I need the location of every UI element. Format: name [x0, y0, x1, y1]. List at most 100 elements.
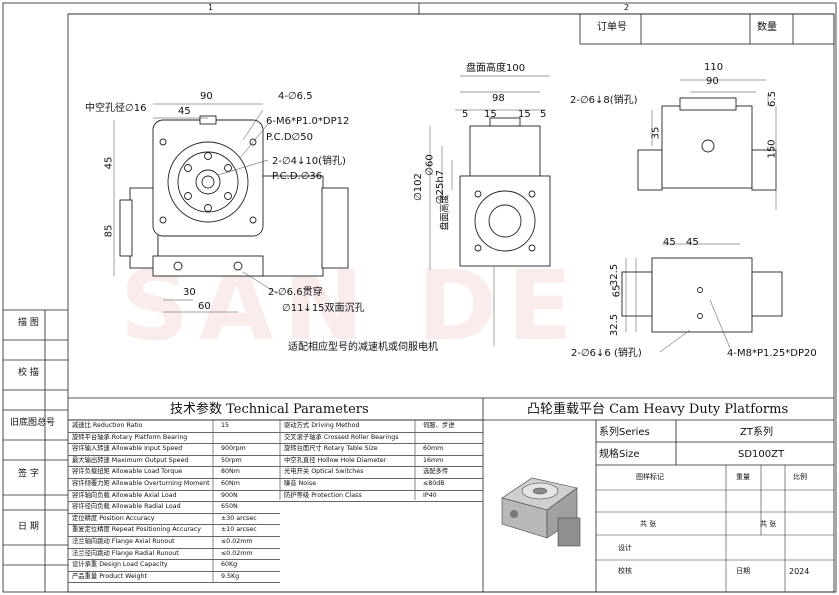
- side-view-drawing: [429, 75, 551, 346]
- size-value: SD100ZT: [738, 449, 785, 460]
- total-sheets-b: 共 张: [760, 520, 777, 528]
- param-value: ≤0.02mm: [221, 538, 253, 545]
- param-label: 光电开关 Optical Switches: [284, 468, 364, 476]
- motor-note: 适配相应型号的减速机或伺服电机: [288, 342, 438, 353]
- param-value: 80Nm: [221, 468, 240, 476]
- param-label: 法兰径向跳动 Flange Radial Runout: [72, 549, 179, 557]
- param-row-line: [68, 582, 280, 584]
- param-row-line: [68, 501, 280, 503]
- param-value: 50rpm: [221, 456, 242, 464]
- param-row-line: [280, 466, 483, 468]
- param-row-line: [280, 489, 483, 491]
- dim-side-98: 98: [492, 93, 505, 104]
- dim-pin6: 2-∅6↓6 (销孔): [571, 348, 642, 359]
- series-label: 系列Series: [599, 427, 650, 438]
- param-row-line: [280, 431, 483, 433]
- dim-pin8: 2-∅6↓8(销孔): [570, 95, 638, 106]
- dim-tr-150: 150: [766, 139, 778, 159]
- param-row-line: [68, 443, 280, 445]
- param-label: 容许轴向负载 Allowable Axial Load: [72, 491, 177, 499]
- param-row-line: [68, 570, 280, 572]
- dim-br-45a: 45: [663, 237, 676, 248]
- param-label: 容许倾覆力矩 Allowable Overturning Moment: [72, 480, 210, 487]
- strip-check: 校 描: [18, 368, 39, 378]
- dim-br-325b: 32.5: [609, 313, 621, 337]
- param-label: 噪音 Noise: [284, 480, 317, 487]
- param-value: ≤0.02mm: [221, 549, 253, 557]
- param-label: 容许输入转速 Allowable Input Speed: [72, 445, 183, 453]
- param-row-line: [68, 489, 280, 491]
- dim-thru: 2-∅6.6贯穿: [268, 287, 323, 298]
- dim-side-5b: 5: [540, 109, 547, 120]
- qty-label: 数量: [757, 22, 777, 33]
- dim-pcd50: P.C.D∅50: [266, 132, 313, 143]
- param-value: 900rpm: [221, 445, 246, 453]
- dim-side-15a: 15: [484, 109, 497, 120]
- param-row-line: [68, 547, 280, 549]
- dim-front-45: 45: [178, 106, 191, 117]
- size-label: 规格Size: [599, 449, 640, 460]
- strip-date: 日 期: [18, 522, 39, 532]
- design-label: 设计: [618, 544, 632, 552]
- front-view-drawing: [113, 103, 349, 313]
- param-row-line: [280, 501, 483, 503]
- param-value: ±30 arcsec: [221, 514, 257, 522]
- param-label: 防护等级 Protection Class: [284, 491, 362, 499]
- param-label: 产品重量 Product Weight: [72, 572, 148, 580]
- param-row-line: [280, 454, 483, 456]
- params-title: 技术参数 Technical Parameters: [170, 402, 369, 417]
- total-sheets-a: 共 张: [640, 520, 657, 528]
- dim-tr-110: 110: [704, 62, 724, 73]
- param-value: ≤80dB: [423, 480, 445, 487]
- param-value: 选配多传: [423, 468, 449, 476]
- review-label: 校核: [618, 567, 632, 575]
- param-value: 650N: [221, 503, 238, 511]
- year-value: 2024: [789, 567, 810, 576]
- dim-br-65: 65: [611, 284, 623, 298]
- param-value: 900N: [221, 491, 238, 499]
- weight-label: 重量: [736, 473, 750, 481]
- product-title: 凸轮重载平台 Cam Heavy Duty Platforms: [527, 402, 789, 417]
- param-row-line: [68, 466, 280, 468]
- param-label: 驱动方式 Driving Method: [284, 422, 360, 429]
- dim-bottom-60: 60: [198, 301, 211, 312]
- param-label: 重复定位精度 Repeat Positioning Accuracy: [72, 526, 201, 534]
- dim-left-85: 85: [103, 224, 115, 238]
- dim-br-45b: 45: [686, 237, 699, 248]
- dim-phi65: 4-∅6.5: [278, 91, 313, 102]
- param-value: 60Kg: [221, 561, 238, 569]
- series-value: ZT系列: [740, 427, 773, 438]
- param-value: 60mm: [423, 445, 444, 453]
- strip-trace: 描 图: [18, 318, 39, 328]
- param-label: 中空孔直径 Hollow Hole Diameter: [284, 456, 387, 464]
- dim-side-15b: 15: [518, 109, 531, 120]
- dim-m8: 4-M8*P1.25*DP20: [727, 348, 817, 359]
- grid-col-1: 1: [208, 3, 214, 12]
- param-value: ±10 arcsec: [221, 526, 257, 534]
- ratio-label: 比例: [793, 473, 807, 481]
- param-value: 60Nm: [221, 480, 240, 487]
- dim-table-height: 盘面高度100: [466, 63, 526, 74]
- param-value: 15: [221, 422, 230, 429]
- param-value: 伺服、步进: [423, 422, 455, 429]
- param-label: 交叉滚子轴承 Crossed Roller Bearings: [284, 433, 399, 441]
- param-label: 容许负载扭矩 Allowable Load Torque: [72, 468, 183, 476]
- param-label: 旋转平台轴承 Rotary Platform Bearing: [72, 433, 188, 441]
- param-label: 容许径向负载 Allowable Radial Load: [72, 503, 181, 511]
- strip-old-doc: 旧底图总号: [10, 418, 56, 428]
- param-row-line: [68, 431, 280, 433]
- dim-hollow: 中空孔径∅16: [85, 103, 147, 114]
- dim-d102: ∅102: [412, 173, 424, 201]
- mark-label: 图样标记: [636, 473, 664, 481]
- strip-sign: 签 字: [18, 469, 39, 479]
- param-label: 减速比 Reduction Ratio: [72, 422, 143, 429]
- param-row-line: [68, 559, 280, 561]
- dim-m6: 6-M6*P1.0*DP12: [266, 116, 350, 127]
- bottom-right-view-drawing: [621, 243, 783, 353]
- dim-left-45: 45: [103, 156, 115, 170]
- dim-pin4: 2-∅4↓10(销孔): [272, 156, 346, 167]
- dim-tr-35: 35: [650, 126, 662, 140]
- param-value: 9.5Kg: [221, 572, 240, 580]
- param-label: 定位精度 Position Accuracy: [72, 514, 155, 522]
